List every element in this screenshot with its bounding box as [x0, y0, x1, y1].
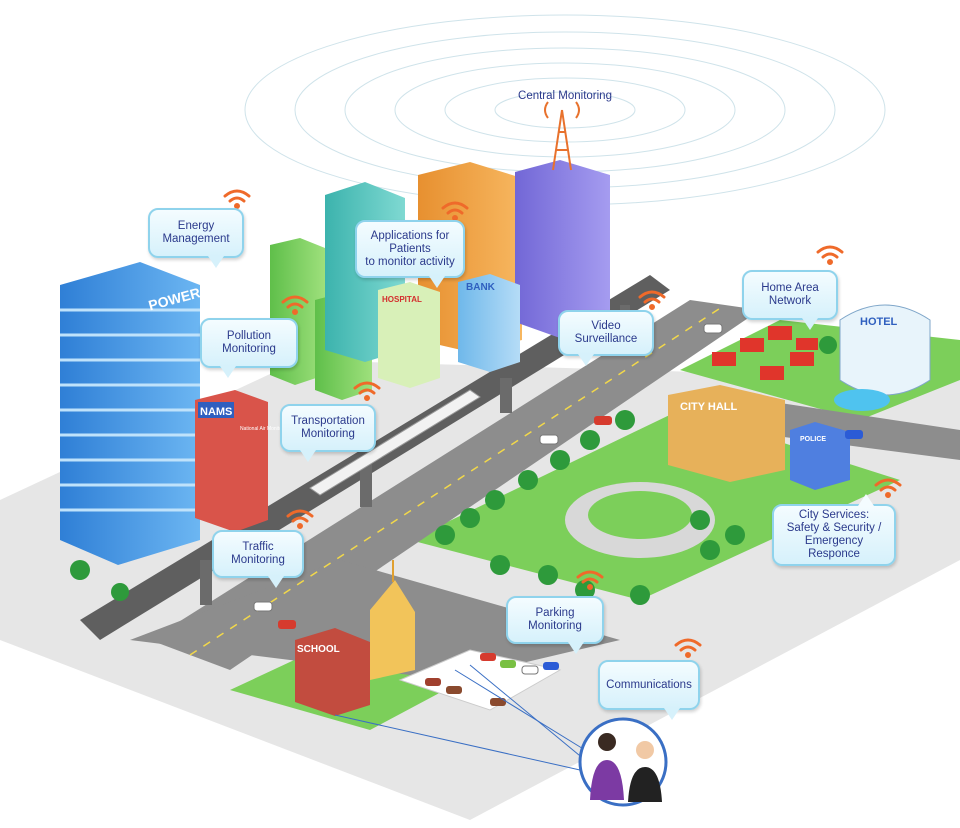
car-icon: [253, 323, 863, 706]
parking-monitoring-bubble: Parking Monitoring: [506, 596, 604, 654]
city-services-bubble: City Services: Safety & Security / Emerg…: [772, 494, 896, 566]
city-hall-sign: CITY HALL: [680, 401, 738, 413]
purple-tower: [515, 160, 610, 338]
police-sign: POLICE: [800, 436, 826, 443]
antenna-tower-icon: [544, 101, 580, 171]
communications-bubble: Communications: [598, 660, 700, 720]
nams-building: NAMS National Air Monitoring System: [195, 390, 308, 532]
nams-sign: NAMS: [200, 406, 232, 418]
bank-sign: BANK: [466, 282, 496, 293]
energy-management-bubble: Energy Management: [148, 208, 244, 268]
church-building: [370, 560, 415, 680]
home-area-network-bubble: Home Area Network: [742, 270, 838, 330]
bank-building: BANK: [458, 274, 520, 372]
communications-people: [334, 664, 668, 807]
traffic-monitoring-bubble: Traffic Monitoring: [212, 530, 304, 588]
people-icon: [598, 733, 616, 751]
hotel-building: HOTEL: [834, 304, 931, 411]
power-building: POWER: [60, 262, 202, 565]
city-hall-building: CITY HALL: [668, 385, 785, 482]
transportation-monitoring-bubble: Transportation Monitoring: [280, 404, 376, 462]
pollution-monitoring-bubble: Pollution Monitoring: [200, 318, 298, 378]
tree-icon: [70, 336, 837, 605]
park-center-lawn: [588, 491, 692, 539]
wifi-icon: [223, 189, 902, 658]
parking-lot: [398, 649, 562, 711]
side-road: [730, 400, 960, 460]
train: [309, 389, 481, 496]
video-surveillance-bubble: Video Surveillance: [558, 310, 654, 366]
hospital-sign: HOSPITAL: [382, 295, 422, 304]
nams-subtitle: National Air Monitoring System: [240, 426, 308, 432]
hospital-building: HOSPITAL: [378, 282, 440, 388]
applications-for-patients-bubble: Applications for Patients to monitor act…: [355, 220, 465, 288]
police-building: POLICE: [790, 422, 850, 490]
school-sign: SCHOOL: [297, 644, 340, 655]
houses: [712, 326, 818, 380]
hotel-pool: [834, 389, 890, 411]
school-building: SCHOOL: [295, 628, 370, 716]
road-center-line: [189, 304, 726, 656]
central-monitoring-label: Central Monitoring: [518, 90, 612, 102]
hotel-sign: HOTEL: [860, 316, 898, 328]
